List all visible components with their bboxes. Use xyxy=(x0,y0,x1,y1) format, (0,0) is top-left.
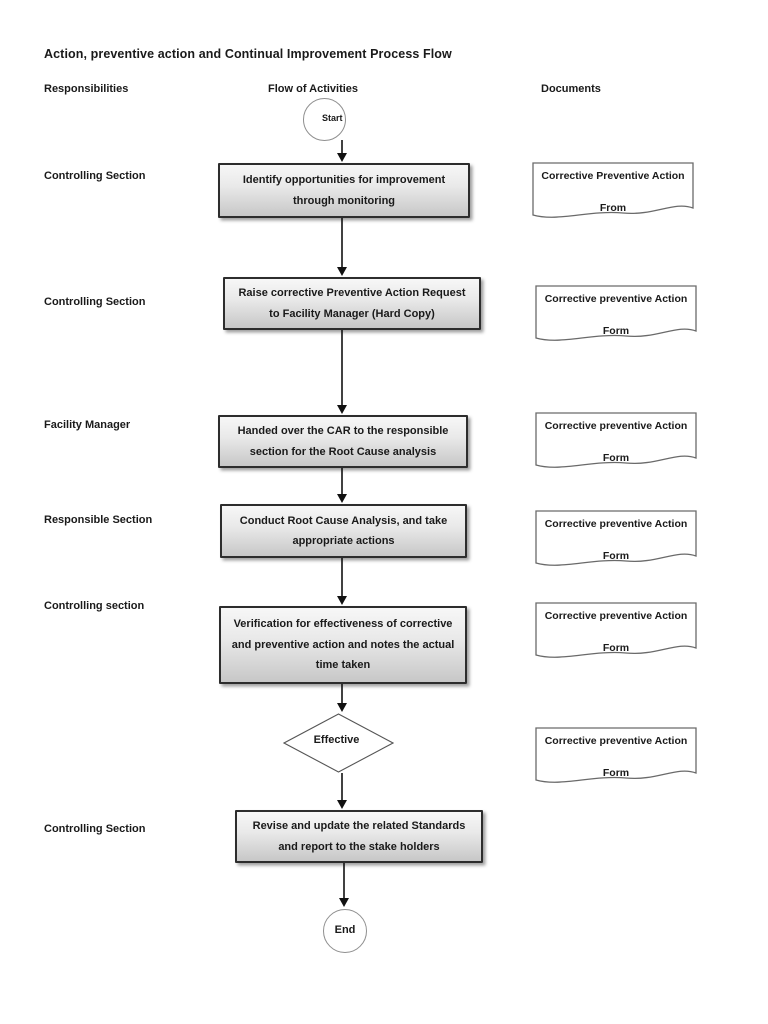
responsibility-label-5: Controlling section xyxy=(44,600,145,612)
column-header-flow-of-activities: Flow of Activities xyxy=(268,83,359,95)
decision-diamond-effective: Effective xyxy=(283,713,394,773)
document-line2: Form xyxy=(602,550,630,562)
arrow-box3-to-box4 xyxy=(337,468,347,503)
document-outline-icon xyxy=(535,285,697,341)
responsibility-label-1: Controlling Section xyxy=(44,170,146,182)
arrow-start-to-box1 xyxy=(337,140,347,162)
document-outline-icon xyxy=(532,162,694,218)
activity-text: Conduct Root Cause Analysis, and take ap… xyxy=(239,514,448,547)
responsibility-label-6: Controlling Section xyxy=(44,823,146,835)
document-line2: Form xyxy=(602,325,630,337)
document-shape-3: Corrective preventive Action Form xyxy=(535,412,697,476)
document-line2: Form xyxy=(602,452,630,464)
document-line1: Corrective preventive Action xyxy=(544,610,688,622)
document-outline-icon xyxy=(535,510,697,566)
document-line1: Corrective preventive Action xyxy=(544,735,688,747)
document-line2: Form xyxy=(602,642,630,654)
page-title: Action, preventive action and Continual … xyxy=(44,47,452,61)
activity-box-verification: Verification for effectiveness of correc… xyxy=(219,606,467,684)
document-shape-6: Corrective preventive Action Form xyxy=(535,727,697,791)
activity-box-revise-update: Revise and update the related Standards … xyxy=(235,810,483,863)
arrow-box5-to-decision xyxy=(337,684,347,712)
arrow-box2-to-box3 xyxy=(337,330,347,414)
activity-text: Revise and update the related Standards … xyxy=(252,820,466,853)
activity-text: Verification for effectiveness of correc… xyxy=(231,618,455,672)
start-label: Start xyxy=(322,113,343,123)
arrow-box6-to-end xyxy=(339,863,349,907)
activity-box-handed-over-car: Handed over the CAR to the responsible s… xyxy=(218,415,468,468)
document-line1: Corrective preventive Action xyxy=(544,293,688,305)
column-header-documents: Documents xyxy=(541,83,601,95)
activity-box-root-cause-analysis: Conduct Root Cause Analysis, and take ap… xyxy=(220,504,467,558)
document-outline-icon xyxy=(535,727,697,783)
activity-text: Identify opportunities for improvement t… xyxy=(242,174,446,207)
document-shape-4: Corrective preventive Action Form xyxy=(535,510,697,574)
document-line1: Corrective Preventive Action xyxy=(541,170,685,182)
document-outline-icon xyxy=(535,412,697,468)
document-shape-2: Corrective preventive Action Form xyxy=(535,285,697,349)
document-outline-icon xyxy=(535,602,697,658)
activity-text: Handed over the CAR to the responsible s… xyxy=(237,425,449,458)
document-shape-5: Corrective preventive Action Form xyxy=(535,602,697,666)
arrow-decision-to-box6 xyxy=(337,773,347,809)
activity-box-raise-request: Raise corrective Preventive Action Reque… xyxy=(223,277,481,330)
responsibility-label-4: Responsible Section xyxy=(44,514,153,526)
activity-text: Raise corrective Preventive Action Reque… xyxy=(238,287,466,320)
diamond-shape xyxy=(283,713,394,773)
document-line1: Corrective preventive Action xyxy=(544,420,688,432)
column-header-responsibilities: Responsibilities xyxy=(44,83,129,95)
end-terminator: End xyxy=(323,909,367,953)
arrow-box1-to-box2 xyxy=(337,218,347,276)
start-terminator: Start xyxy=(303,98,346,141)
document-line2: Form xyxy=(602,767,630,779)
end-label: End xyxy=(334,924,356,936)
document-line2: From xyxy=(599,202,627,214)
responsibility-label-3: Facility Manager xyxy=(44,419,131,431)
responsibility-label-2: Controlling Section xyxy=(44,296,146,308)
document-shape-1: Corrective Preventive Action From xyxy=(532,162,694,226)
decision-label: Effective xyxy=(313,734,360,746)
arrow-box4-to-box5 xyxy=(337,558,347,605)
activity-box-identify-opportunities: Identify opportunities for improvement t… xyxy=(218,163,470,218)
document-line1: Corrective preventive Action xyxy=(544,518,688,530)
